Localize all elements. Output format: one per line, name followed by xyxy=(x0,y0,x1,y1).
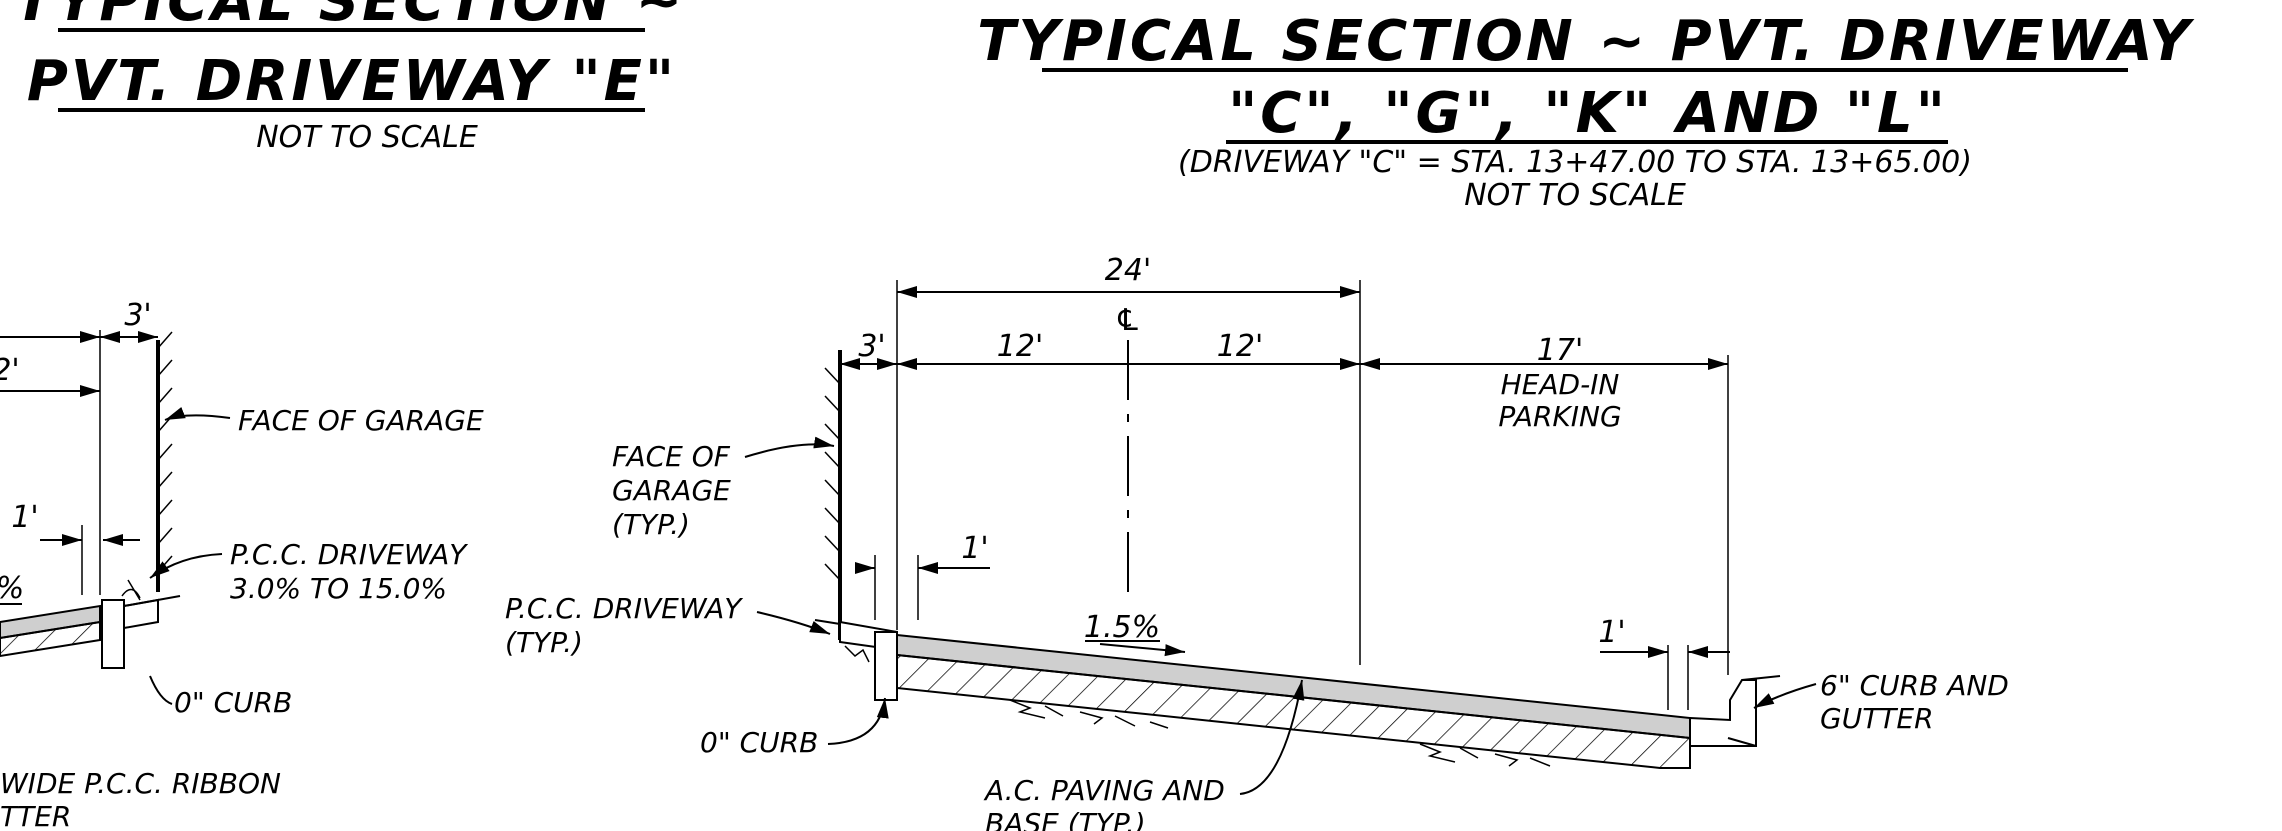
left-base xyxy=(0,620,101,658)
left-title-line2: PVT. DRIVEWAY "E" xyxy=(27,49,677,114)
right-label-ac-paving-1: A.C. PAVING AND xyxy=(983,774,1225,807)
right-label-face-of-garage-2: GARAGE xyxy=(612,474,731,507)
left-label-curb: 0" CURB xyxy=(174,686,292,719)
left-dim-1ft: 1' xyxy=(11,500,38,535)
right-garage-hatch xyxy=(824,367,841,581)
right-label-0in-curb: 0" CURB xyxy=(700,726,818,759)
right-label-parking: PARKING xyxy=(1498,400,1621,433)
centerline-symbol: ℄ xyxy=(1115,303,1142,338)
left-dim-2ft: 2' xyxy=(0,353,20,388)
left-label-ribbon-1: WIDE P.C.C. RIBBON xyxy=(0,767,281,800)
right-label-pcc-driveway-1: P.C.C. DRIVEWAY xyxy=(505,592,743,625)
right-label-6in-curb-1: 6" CURB AND xyxy=(1820,669,2009,702)
right-scale-note: NOT TO SCALE xyxy=(1464,178,1686,213)
right-dim-3ft: 3' xyxy=(858,329,885,364)
right-dim-17ft: 17' xyxy=(1537,333,1583,368)
right-6in-curb xyxy=(1689,679,1757,747)
left-dim-3ft: 3' xyxy=(124,298,151,333)
right-title-line2: "C", "G", "K" AND "L" xyxy=(1228,81,1948,146)
left-label-ribbon-2: TTER xyxy=(0,800,71,831)
right-label-ac-paving-2: BASE (TYP.) xyxy=(985,807,1146,831)
right-label-6in-curb-2: GUTTER xyxy=(1820,702,1934,735)
right-section: TYPICAL SECTION ~ PVT. DRIVEWAY "C", "G"… xyxy=(505,9,2195,831)
right-label-pcc-driveway-2: (TYP.) xyxy=(505,626,583,659)
right-dim-12ft-right: 12' xyxy=(1217,329,1263,364)
right-label-face-of-garage-3: (TYP.) xyxy=(612,508,690,541)
left-label-face-of-garage: FACE OF GARAGE xyxy=(238,404,484,437)
right-label-face-of-garage-1: FACE OF xyxy=(612,440,731,473)
right-label-head-in: HEAD-IN xyxy=(1501,368,1620,401)
left-garage-hatch xyxy=(157,331,173,573)
right-dim-1ft-left: 1' xyxy=(961,531,988,566)
left-curb xyxy=(101,599,125,669)
right-dim-1ft-right: 1' xyxy=(1598,615,1625,650)
right-dim-24ft: 24' xyxy=(1105,253,1151,288)
right-title-line1: TYPICAL SECTION ~ PVT. DRIVEWAY xyxy=(977,9,2195,74)
left-label-pcc-driveway-2: 3.0% TO 15.0% xyxy=(230,572,447,605)
right-slope: 1.5% xyxy=(1084,610,1160,645)
right-0in-curb xyxy=(874,631,898,701)
right-dim-12ft-left: 12' xyxy=(997,329,1043,364)
left-label-pcc-driveway-1: P.C.C. DRIVEWAY xyxy=(230,538,468,571)
left-slope-partial: % xyxy=(0,571,24,606)
right-soil-marks xyxy=(1009,699,1551,767)
left-section: TYPICAL SECTION ~ PVT. DRIVEWAY "E" NOT … xyxy=(0,0,682,831)
left-scale-note: NOT TO SCALE xyxy=(256,120,478,155)
right-station-note: (DRIVEWAY "C" = STA. 13+47.00 TO STA. 13… xyxy=(1178,145,1972,180)
